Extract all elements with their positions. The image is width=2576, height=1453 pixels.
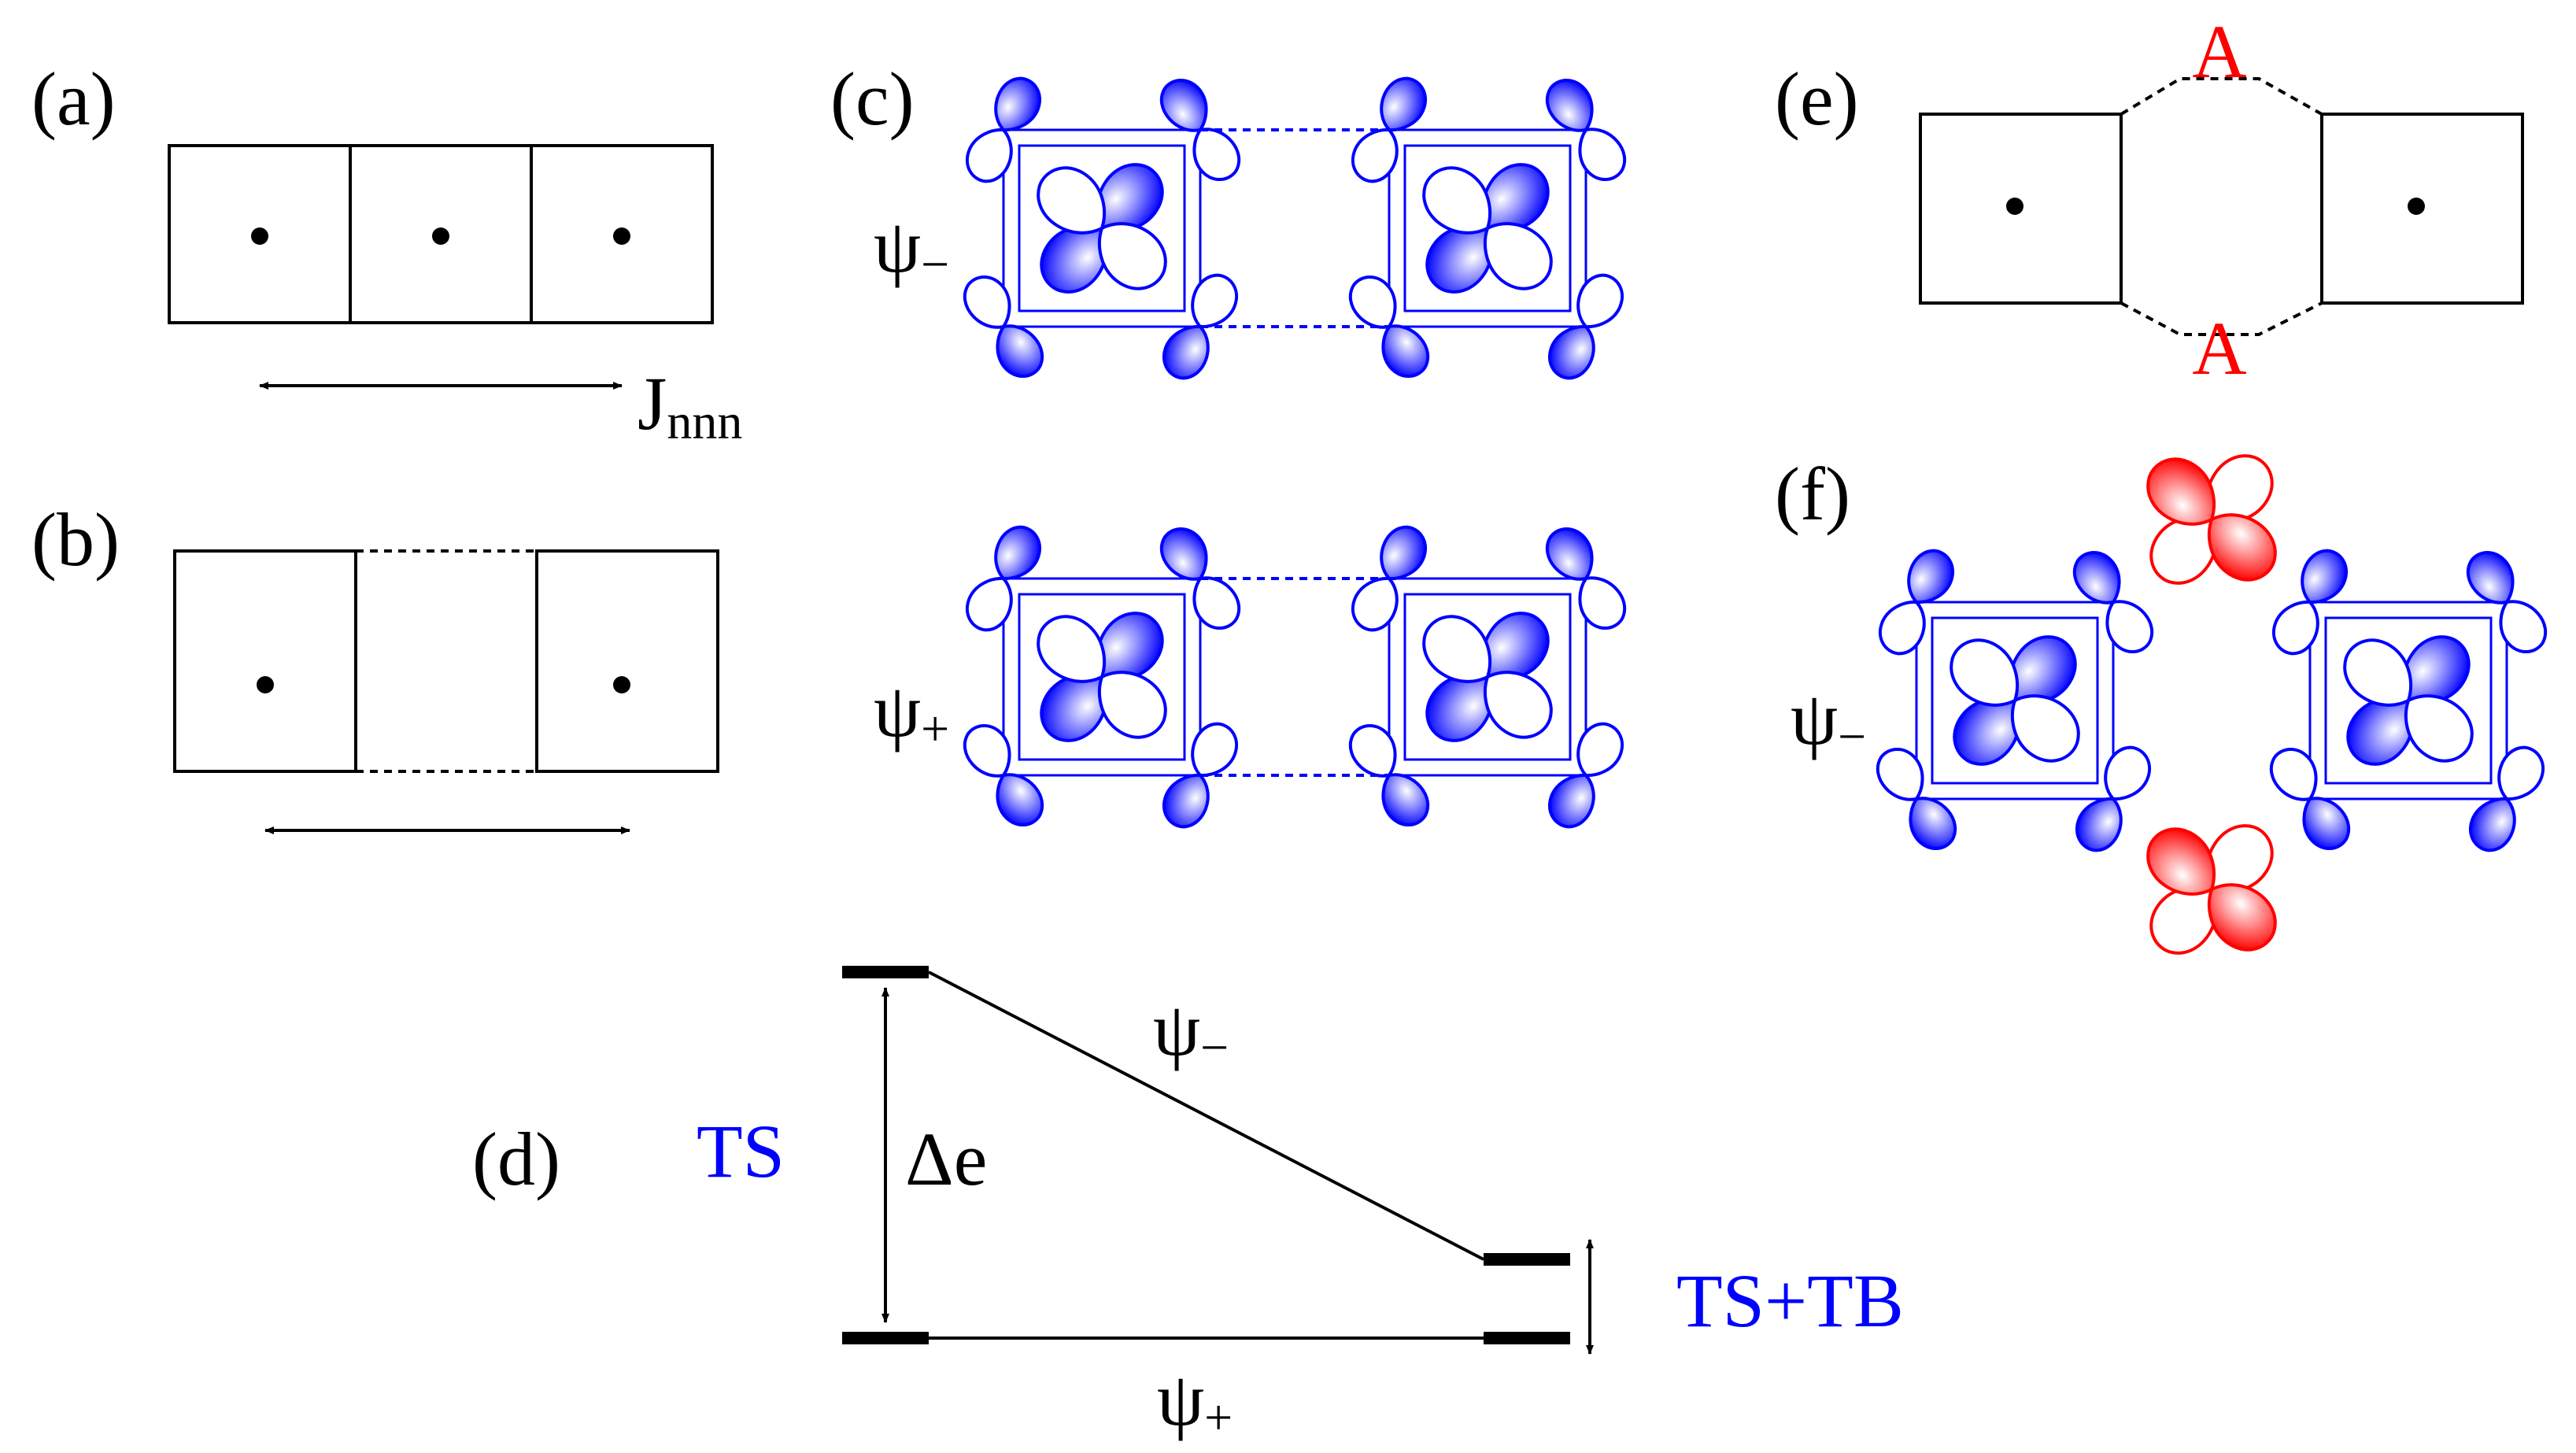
panel-e: (e) A A (1775, 9, 2524, 390)
panel-a-label: (a) (31, 57, 116, 141)
psi-minus-level-label: ψ− (1153, 987, 1229, 1075)
plaquette-orbital (2264, 543, 2554, 858)
panel-c-label: (c) (830, 57, 915, 141)
plaquette-orbital (1870, 543, 2160, 858)
psi-plus-level-label: ψ+ (1157, 1357, 1233, 1445)
psi-minus-label: ψ− (874, 204, 949, 292)
jnnn-label: Jnnn (638, 361, 742, 449)
anion-orbital-bottom (2135, 813, 2287, 965)
psi-plus-label: ψ+ (874, 668, 949, 756)
panel-b-label: (b) (31, 497, 120, 582)
site-dot (2408, 198, 2425, 215)
site-dot (2006, 198, 2023, 215)
site-dot (432, 227, 449, 245)
panel-d-label: (d) (472, 1117, 560, 1201)
cell-left (1919, 113, 2123, 305)
plaquette-orbital (1343, 519, 1633, 834)
plaquette-orbital (957, 71, 1247, 386)
ts-label: TS (697, 1109, 785, 1193)
site-dot (251, 227, 268, 245)
psi-minus-label: ψ− (1791, 676, 1866, 764)
panel-f-label: (f) (1775, 452, 1850, 536)
plaquette-orbital (957, 519, 1247, 834)
panel-b: (b) (31, 497, 719, 834)
plaquette-orbital (1343, 71, 1633, 386)
gap-label: Δe (905, 1117, 987, 1201)
cell-right (535, 549, 719, 773)
panel-d: (d) TS Δe ψ− ψ+ TS+TB (472, 966, 1904, 1445)
cell-left (173, 549, 357, 773)
panel-e-label: (e) (1775, 57, 1859, 141)
anion-orbital-top (2135, 443, 2287, 595)
site-dot (257, 676, 274, 693)
cell-right (2320, 113, 2524, 305)
three-cell-row (168, 144, 714, 324)
site-dot (613, 676, 630, 693)
site-dot (613, 227, 630, 245)
anion-label-top: A (2192, 9, 2246, 94)
anion-label-bottom: A (2192, 306, 2246, 390)
panel-a: (a) Jnnn (31, 57, 742, 449)
ts-tb-label: TS+TB (1676, 1259, 1904, 1343)
psi-minus-correlation (928, 971, 1484, 1261)
panel-f: (f) ψ− (1775, 443, 2553, 965)
panel-c: (c) ψ− ψ+ (830, 57, 1632, 834)
